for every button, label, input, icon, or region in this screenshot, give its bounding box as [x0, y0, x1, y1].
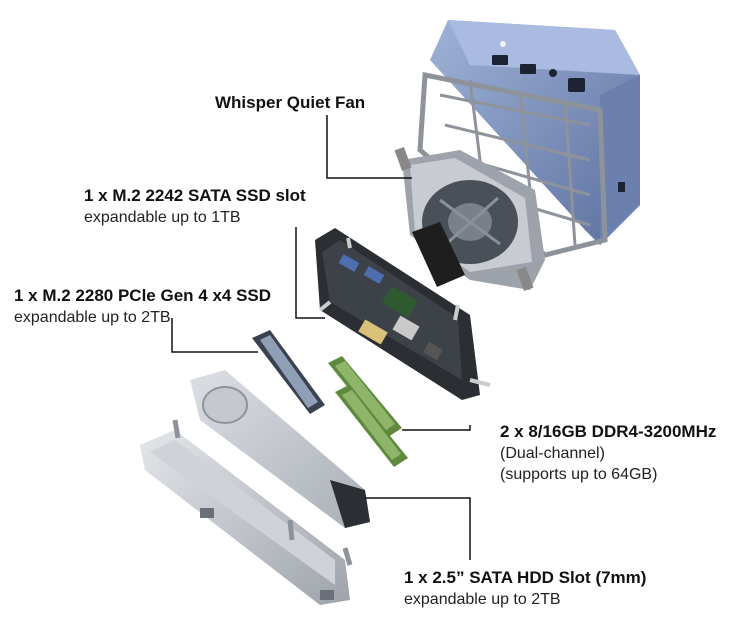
- leader-lines: [171, 115, 471, 560]
- pcie-ssd-callout: 1 x M.2 2280 PCle Gen 4 x4 SSD expandabl…: [14, 285, 271, 329]
- ram-callout-detail-2: (supports up to 64GB): [500, 465, 658, 483]
- bottom-cover: [140, 419, 353, 605]
- usb-port-icon: [492, 55, 508, 65]
- pcie-ssd-callout-title: 1 x M.2 2280 PCle Gen 4 x4 SSD: [14, 286, 272, 305]
- lock-slot-icon: [618, 182, 625, 192]
- ram-leader-line: [402, 425, 471, 431]
- hdd-callout: 1 x 2.5” SATA HDD Slot (7mm) expandable …: [404, 567, 646, 611]
- hdd-bracket: [190, 370, 370, 528]
- pcie-ssd-callout-detail: expandable up to 2TB: [14, 308, 171, 326]
- hdd-callout-detail: expandable up to 2TB: [404, 590, 561, 608]
- ram-callout: 2 x 8/16GB DDR4-3200MHz (Dual-channel) (…: [500, 421, 716, 485]
- ram-module-2: [335, 385, 408, 467]
- sata-ssd-callout: 1 x M.2 2242 SATA SSD slot expandable up…: [84, 185, 306, 229]
- m2-2280-ssd: [252, 330, 325, 414]
- thermal-pad: [412, 222, 465, 287]
- fan-callout: Whisper Quiet Fan: [215, 92, 365, 115]
- sata-ssd-leader-line: [295, 227, 325, 319]
- fan-callout-title: Whisper Quiet Fan: [215, 93, 366, 112]
- power-button-icon: [500, 41, 506, 47]
- motherboard: [315, 228, 491, 400]
- fan-module: [394, 146, 545, 292]
- hdd-callout-title: 1 x 2.5” SATA HDD Slot (7mm): [404, 568, 647, 587]
- audio-jack-icon: [549, 69, 557, 77]
- usb-port-icon: [520, 64, 536, 74]
- ram-callout-detail: (Dual-channel): [500, 444, 605, 462]
- case-shell: [430, 20, 640, 245]
- hdd-leader-line: [365, 497, 471, 560]
- ram-callout-title: 2 x 8/16GB DDR4-3200MHz: [500, 422, 717, 441]
- sata-ssd-callout-title: 1 x M.2 2242 SATA SSD slot: [84, 186, 306, 205]
- ram-module-1: [328, 356, 402, 437]
- pcie-ssd-leader-line: [171, 318, 258, 353]
- usb-c-port-icon: [568, 78, 585, 92]
- fan-leader-line: [326, 115, 412, 179]
- sata-ssd-callout-detail: expandable up to 1TB: [84, 208, 241, 226]
